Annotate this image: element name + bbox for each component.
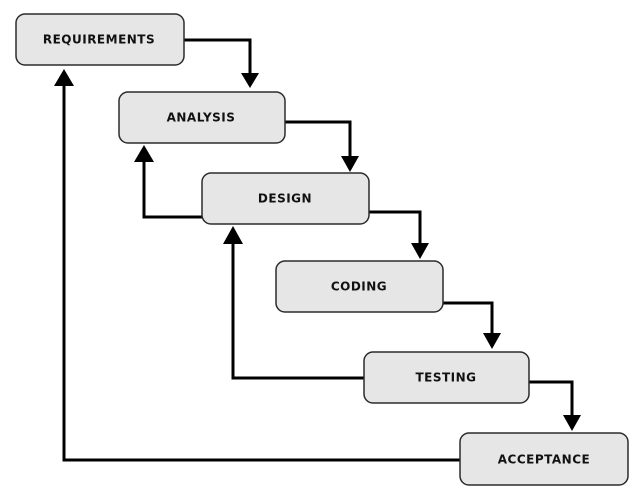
arrowhead-requirements-to-analysis <box>241 73 259 88</box>
stage-coding: CODING <box>275 260 444 313</box>
forward-connectors <box>183 38 581 431</box>
feedback-connectors <box>54 69 460 462</box>
arrow-design-to-coding <box>369 210 422 245</box>
stage-label-testing: TESTING <box>415 371 476 385</box>
feedback-design-to-analysis <box>142 160 202 219</box>
arrowhead-testing-to-acceptance <box>563 415 581 431</box>
arrow-testing-to-acceptance <box>528 380 574 417</box>
arrowhead-analysis-to-design <box>341 156 359 172</box>
stage-label-requirements: REQUIREMENTS <box>43 33 155 47</box>
arrowhead-feedback-design-to-analysis <box>134 145 154 162</box>
arrow-analysis-to-design <box>284 120 352 158</box>
arrow-requirements-to-analysis <box>183 38 252 75</box>
feedback-acceptance-to-requirements <box>62 84 460 462</box>
stage-requirements: REQUIREMENTS <box>15 13 185 66</box>
stage-box-design <box>201 172 370 225</box>
feedback-testing-to-design <box>231 242 364 380</box>
stage-analysis: ANALYSIS <box>118 91 286 144</box>
arrowhead-feedback-acceptance-to-requirements <box>54 69 74 86</box>
stage-testing: TESTING <box>363 351 530 404</box>
stage-box-coding <box>275 260 444 313</box>
stage-label-acceptance: ACCEPTANCE <box>498 453 590 467</box>
stage-label-design: DESIGN <box>258 192 312 206</box>
stage-design: DESIGN <box>201 172 370 225</box>
stage-box-analysis <box>118 91 286 144</box>
stage-acceptance: ACCEPTANCE <box>459 432 629 486</box>
stage-label-analysis: ANALYSIS <box>167 111 236 125</box>
stage-box-requirements <box>15 13 185 66</box>
arrowhead-coding-to-testing <box>483 333 501 349</box>
arrowhead-feedback-testing-to-design <box>223 226 243 244</box>
stage-label-coding: CODING <box>331 280 387 294</box>
arrowhead-design-to-coding <box>411 243 429 259</box>
stage-box-testing <box>363 351 530 404</box>
stage-box-acceptance <box>459 432 629 486</box>
arrow-coding-to-testing <box>443 301 494 335</box>
